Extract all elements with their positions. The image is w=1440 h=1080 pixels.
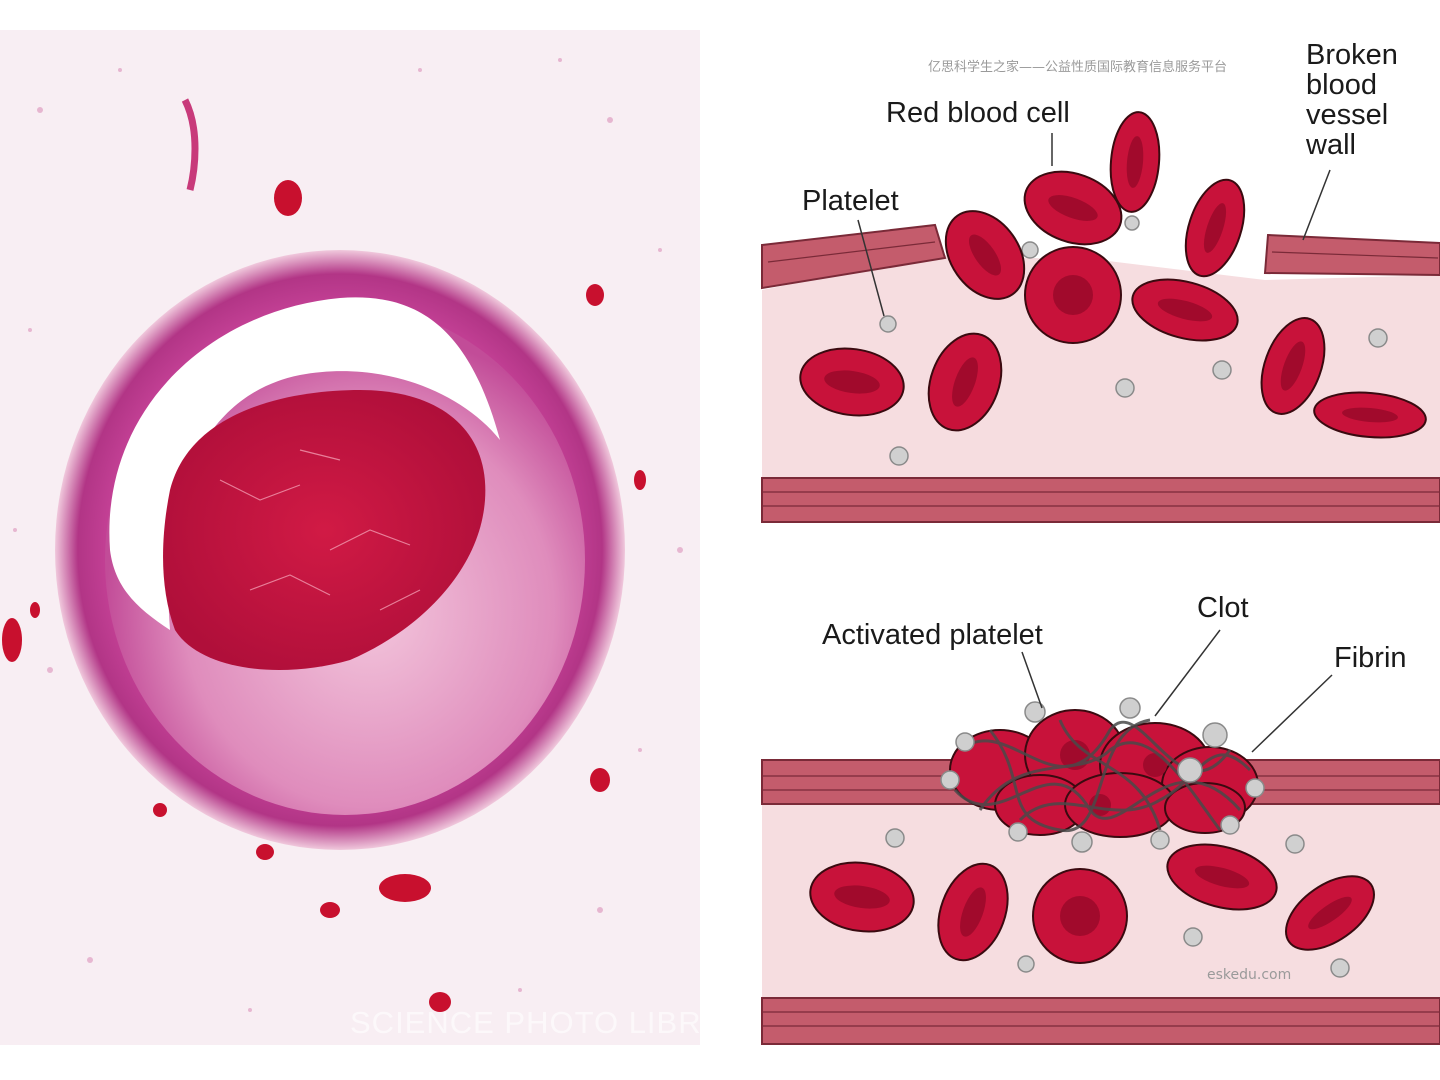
vessel-wall-lower xyxy=(761,477,1440,523)
label-broken-wall-2: blood xyxy=(1306,69,1377,101)
activated-platelet xyxy=(955,732,975,752)
watermark-bottom: eskedu.com xyxy=(1207,967,1292,983)
label-broken-wall-1: Broken xyxy=(1306,39,1398,71)
activated-platelet xyxy=(1071,831,1093,853)
vessel-wall-upper-left xyxy=(761,223,947,290)
platelet-leader xyxy=(857,219,885,317)
platelet xyxy=(1368,328,1388,348)
platelet xyxy=(889,446,909,466)
platelet xyxy=(1285,834,1305,854)
broken-vessel-diagram xyxy=(761,111,1440,523)
activated-platelet xyxy=(1024,701,1046,723)
activated-platelet xyxy=(1220,815,1240,835)
micrograph-credit: SCIENCE PHOTO LIBRARY xyxy=(350,1005,700,1040)
activated-platelet xyxy=(1150,830,1170,850)
platelet xyxy=(1021,241,1039,259)
platelet xyxy=(1124,215,1140,231)
clot-leader xyxy=(1154,629,1221,717)
activated-platelet xyxy=(1008,822,1028,842)
fibrin-leader xyxy=(1251,674,1333,753)
label-broken-wall-4: wall xyxy=(1306,129,1356,161)
vessel-wall-lower xyxy=(761,997,1440,1045)
label-broken-wall-3: vessel xyxy=(1306,99,1389,131)
label-red-blood-cell: Red blood cell xyxy=(886,97,1070,129)
clot-diagram xyxy=(761,629,1440,1045)
activated-platelet xyxy=(1202,722,1228,748)
platelet xyxy=(879,315,897,333)
platelet xyxy=(1115,378,1135,398)
broken-wall-leader xyxy=(1302,169,1331,241)
watermark-top: 亿思科学生之家——公益性质国际教育信息服务平台 xyxy=(928,60,1228,75)
activated-platelet xyxy=(1119,697,1141,719)
platelet xyxy=(885,828,905,848)
activated-platelet-leader xyxy=(1021,651,1043,709)
clot-mass xyxy=(940,697,1265,853)
artery-micrograph: SCIENCE PHOTO LIBRARY xyxy=(0,30,700,1045)
activated-platelet xyxy=(1245,778,1265,798)
activated-platelet xyxy=(940,770,960,790)
label-activated-platelet: Activated platelet xyxy=(822,619,1043,651)
label-platelet: Platelet xyxy=(802,185,899,217)
activated-platelet xyxy=(1177,757,1203,783)
label-fibrin: Fibrin xyxy=(1334,642,1407,674)
label-clot: Clot xyxy=(1197,592,1249,624)
platelet xyxy=(1183,927,1203,947)
platelet xyxy=(1017,955,1035,973)
platelet xyxy=(1330,958,1350,978)
platelet xyxy=(1212,360,1232,380)
